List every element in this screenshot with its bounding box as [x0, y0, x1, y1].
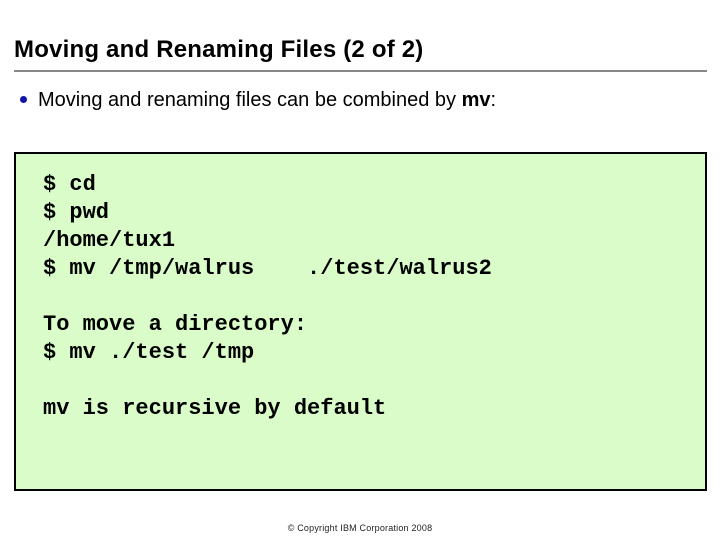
slide-title: Moving and Renaming Files (2 of 2) — [14, 36, 424, 63]
code-line: $ mv ./test /tmp — [43, 340, 255, 365]
bullet-term: mv — [461, 89, 491, 111]
code-line — [43, 283, 705, 311]
code-line: $ mv /tmp/walrus ./test/walrus2 — [43, 256, 492, 281]
code-box: $ cd $ pwd /home/tux1 $ mv /tmp/walrus .… — [14, 152, 707, 491]
footer-copyright: © Copyright IBM Corporation 2008 — [287, 523, 433, 533]
bullet-item: Moving and renaming files can be combine… — [20, 89, 700, 112]
bullet-text-before: Moving and renaming files can be combine… — [38, 89, 462, 111]
bullet-marker-icon — [20, 95, 27, 103]
code-line: To move a directory: — [43, 312, 308, 337]
code-line — [43, 367, 705, 395]
bullet-text-after: : — [490, 89, 497, 111]
code-line: $ cd — [43, 172, 96, 197]
code-line: mv is recursive by default — [43, 396, 387, 421]
code-line: $ pwd — [43, 200, 110, 225]
code-line: /home/tux1 — [43, 228, 176, 253]
title-divider — [14, 70, 707, 72]
